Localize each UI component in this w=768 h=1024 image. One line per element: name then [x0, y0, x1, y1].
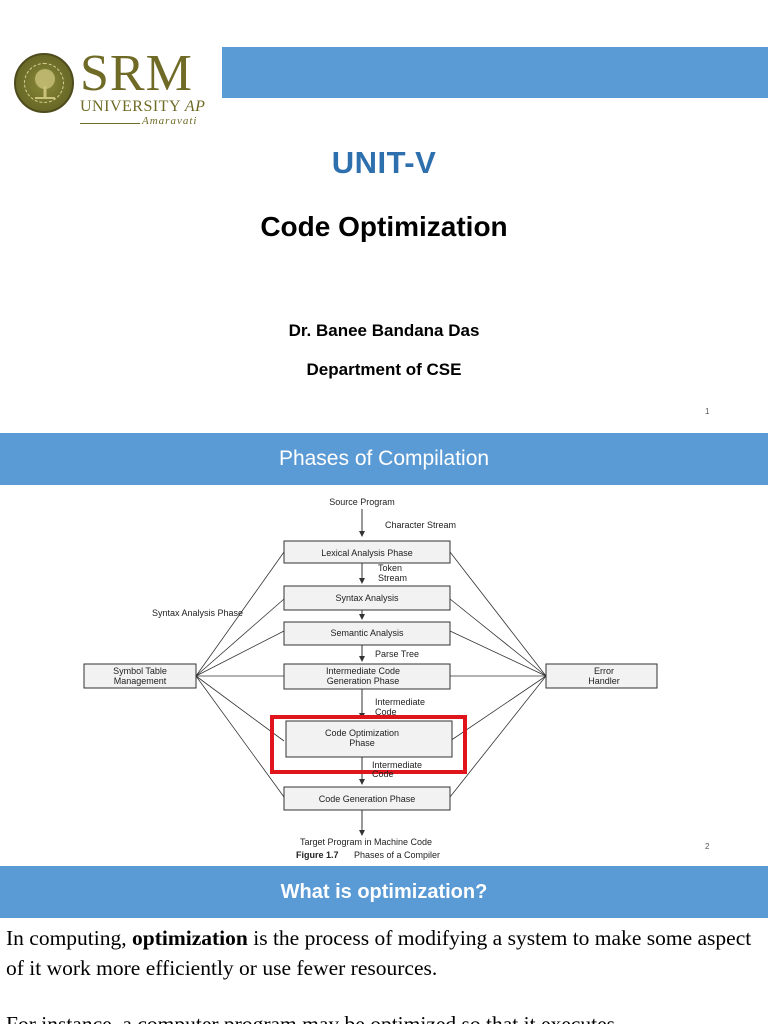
- label-char-stream: Character Stream: [385, 520, 456, 530]
- department-name: Department of CSE: [306, 360, 462, 379]
- label-parse-tree: Parse Tree: [375, 649, 419, 659]
- highlight-frame: [270, 715, 467, 774]
- syntax-box: [283, 585, 451, 611]
- optimization-box: [285, 720, 453, 758]
- slide-number: 1: [705, 407, 710, 416]
- label-token-1: Token: [378, 563, 402, 573]
- phases-slide: Phases of Compilation: [0, 433, 768, 865]
- header-accent-bar: [222, 47, 768, 98]
- example-paragraph: For instance, a computer program may be …: [6, 1012, 615, 1024]
- university-seal-icon: [14, 53, 74, 113]
- label-icg-2: Generation Phase: [327, 676, 400, 686]
- tree-icon: [35, 69, 55, 99]
- codegen-box: [283, 786, 451, 811]
- label-error-2: Handler: [588, 676, 620, 686]
- label-symbol-1: Symbol Table: [113, 666, 167, 676]
- label-syntax-phase: Syntax Analysis Phase: [152, 608, 243, 618]
- label-syntax: Syntax Analysis: [335, 593, 399, 603]
- label-token-2: Stream: [378, 573, 407, 583]
- label-inter-2: Code: [375, 707, 397, 717]
- label-inter-4: Code: [372, 769, 394, 779]
- slide-banner: What is optimization?: [0, 866, 768, 918]
- label-icg-1: Intermediate Code: [326, 666, 400, 676]
- slide-number: 2: [705, 842, 710, 851]
- label-error-1: Error: [594, 666, 614, 676]
- label-codegen: Code Generation Phase: [319, 794, 416, 804]
- srm-logo: SRM UNIVERSITY AP Amaravati: [12, 48, 217, 130]
- label-opt-1: Code Optimization: [325, 728, 399, 738]
- semantic-box: [283, 621, 451, 646]
- icg-box: [283, 663, 451, 690]
- label-inter-1: Intermediate: [375, 697, 425, 707]
- label-opt-2: Phase: [349, 738, 375, 748]
- label-source: Source Program: [329, 497, 395, 507]
- lexical-box: [283, 540, 451, 564]
- logo-wordmark: SRM: [80, 45, 193, 102]
- logo-university: UNIVERSITY AP: [80, 98, 206, 115]
- figure-caption: Phases of a Compiler: [354, 850, 440, 860]
- logo-divider: [80, 123, 140, 124]
- label-semantic: Semantic Analysis: [330, 628, 404, 638]
- definition-paragraph: In computing, optimization is the proces…: [6, 926, 752, 980]
- title-slide: SRM UNIVERSITY AP Amaravati UNIT-V Code …: [0, 0, 768, 432]
- slide-banner: Phases of Compilation: [0, 433, 768, 485]
- optimization-slide: What is optimization? In computing, opti…: [0, 866, 768, 1024]
- label-target: Target Program in Machine Code: [300, 837, 432, 847]
- symbol-table-box: [83, 663, 197, 689]
- error-handler-box: [545, 663, 658, 689]
- slide-subtitle: Code Optimization: [260, 211, 508, 242]
- author-name: Dr. Banee Bandana Das: [288, 321, 480, 340]
- figure-number: Figure 1.7: [296, 850, 339, 860]
- label-inter-3: Intermediate: [372, 760, 422, 770]
- unit-title: UNIT-V: [331, 145, 437, 180]
- label-symbol-2: Management: [114, 676, 167, 686]
- logo-city: Amaravati: [142, 115, 198, 127]
- compiler-phases-diagram: Source Program Character Stream Lexical …: [83, 497, 658, 860]
- label-lexical: Lexical Analysis Phase: [321, 548, 413, 558]
